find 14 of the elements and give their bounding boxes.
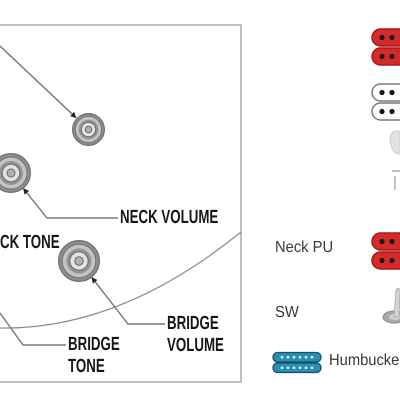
legend-label: Neck PU xyxy=(275,238,334,258)
leader-line xyxy=(22,188,118,219)
legend-label: SW xyxy=(275,303,299,323)
leader-line xyxy=(91,277,165,325)
leader-line xyxy=(0,46,76,118)
legend-label: Humbucke xyxy=(329,351,400,371)
control-knob xyxy=(0,153,31,193)
leader-line xyxy=(0,312,66,346)
knob-label: BRIDGE TONE xyxy=(68,334,131,378)
control-knob xyxy=(72,112,104,146)
control-knob xyxy=(58,240,100,282)
knob-label: BRIDGE VOLUME xyxy=(167,313,230,357)
knob-label: CK TONE xyxy=(0,232,60,254)
knob-label: NECK VOLUME xyxy=(120,207,218,229)
